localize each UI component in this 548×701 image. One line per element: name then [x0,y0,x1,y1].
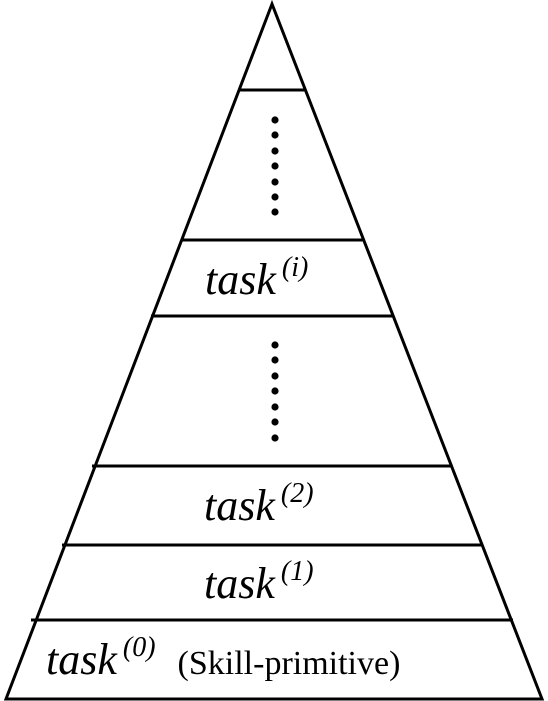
pyramid-outline [3,0,545,701]
task-superscript: (2) [280,478,314,509]
level-label-i: task(i) [205,254,308,304]
task-word: task [204,481,275,530]
task-word: task [204,559,275,608]
skill-primitive-note: (Skill-primitive) [177,645,401,682]
task-word: task [46,635,117,684]
task-superscript: (0) [122,632,156,663]
level-label-2: task(2) [204,480,314,530]
task-superscript: (1) [280,556,314,587]
ellipsis-lower [271,341,279,442]
level-label-0: task(0) (Skill-primitive) [46,634,401,684]
level-label-1: task(1) [204,558,314,608]
task-word: task [205,255,276,304]
ellipsis-upper [271,116,279,216]
task-superscript: (i) [281,252,309,283]
